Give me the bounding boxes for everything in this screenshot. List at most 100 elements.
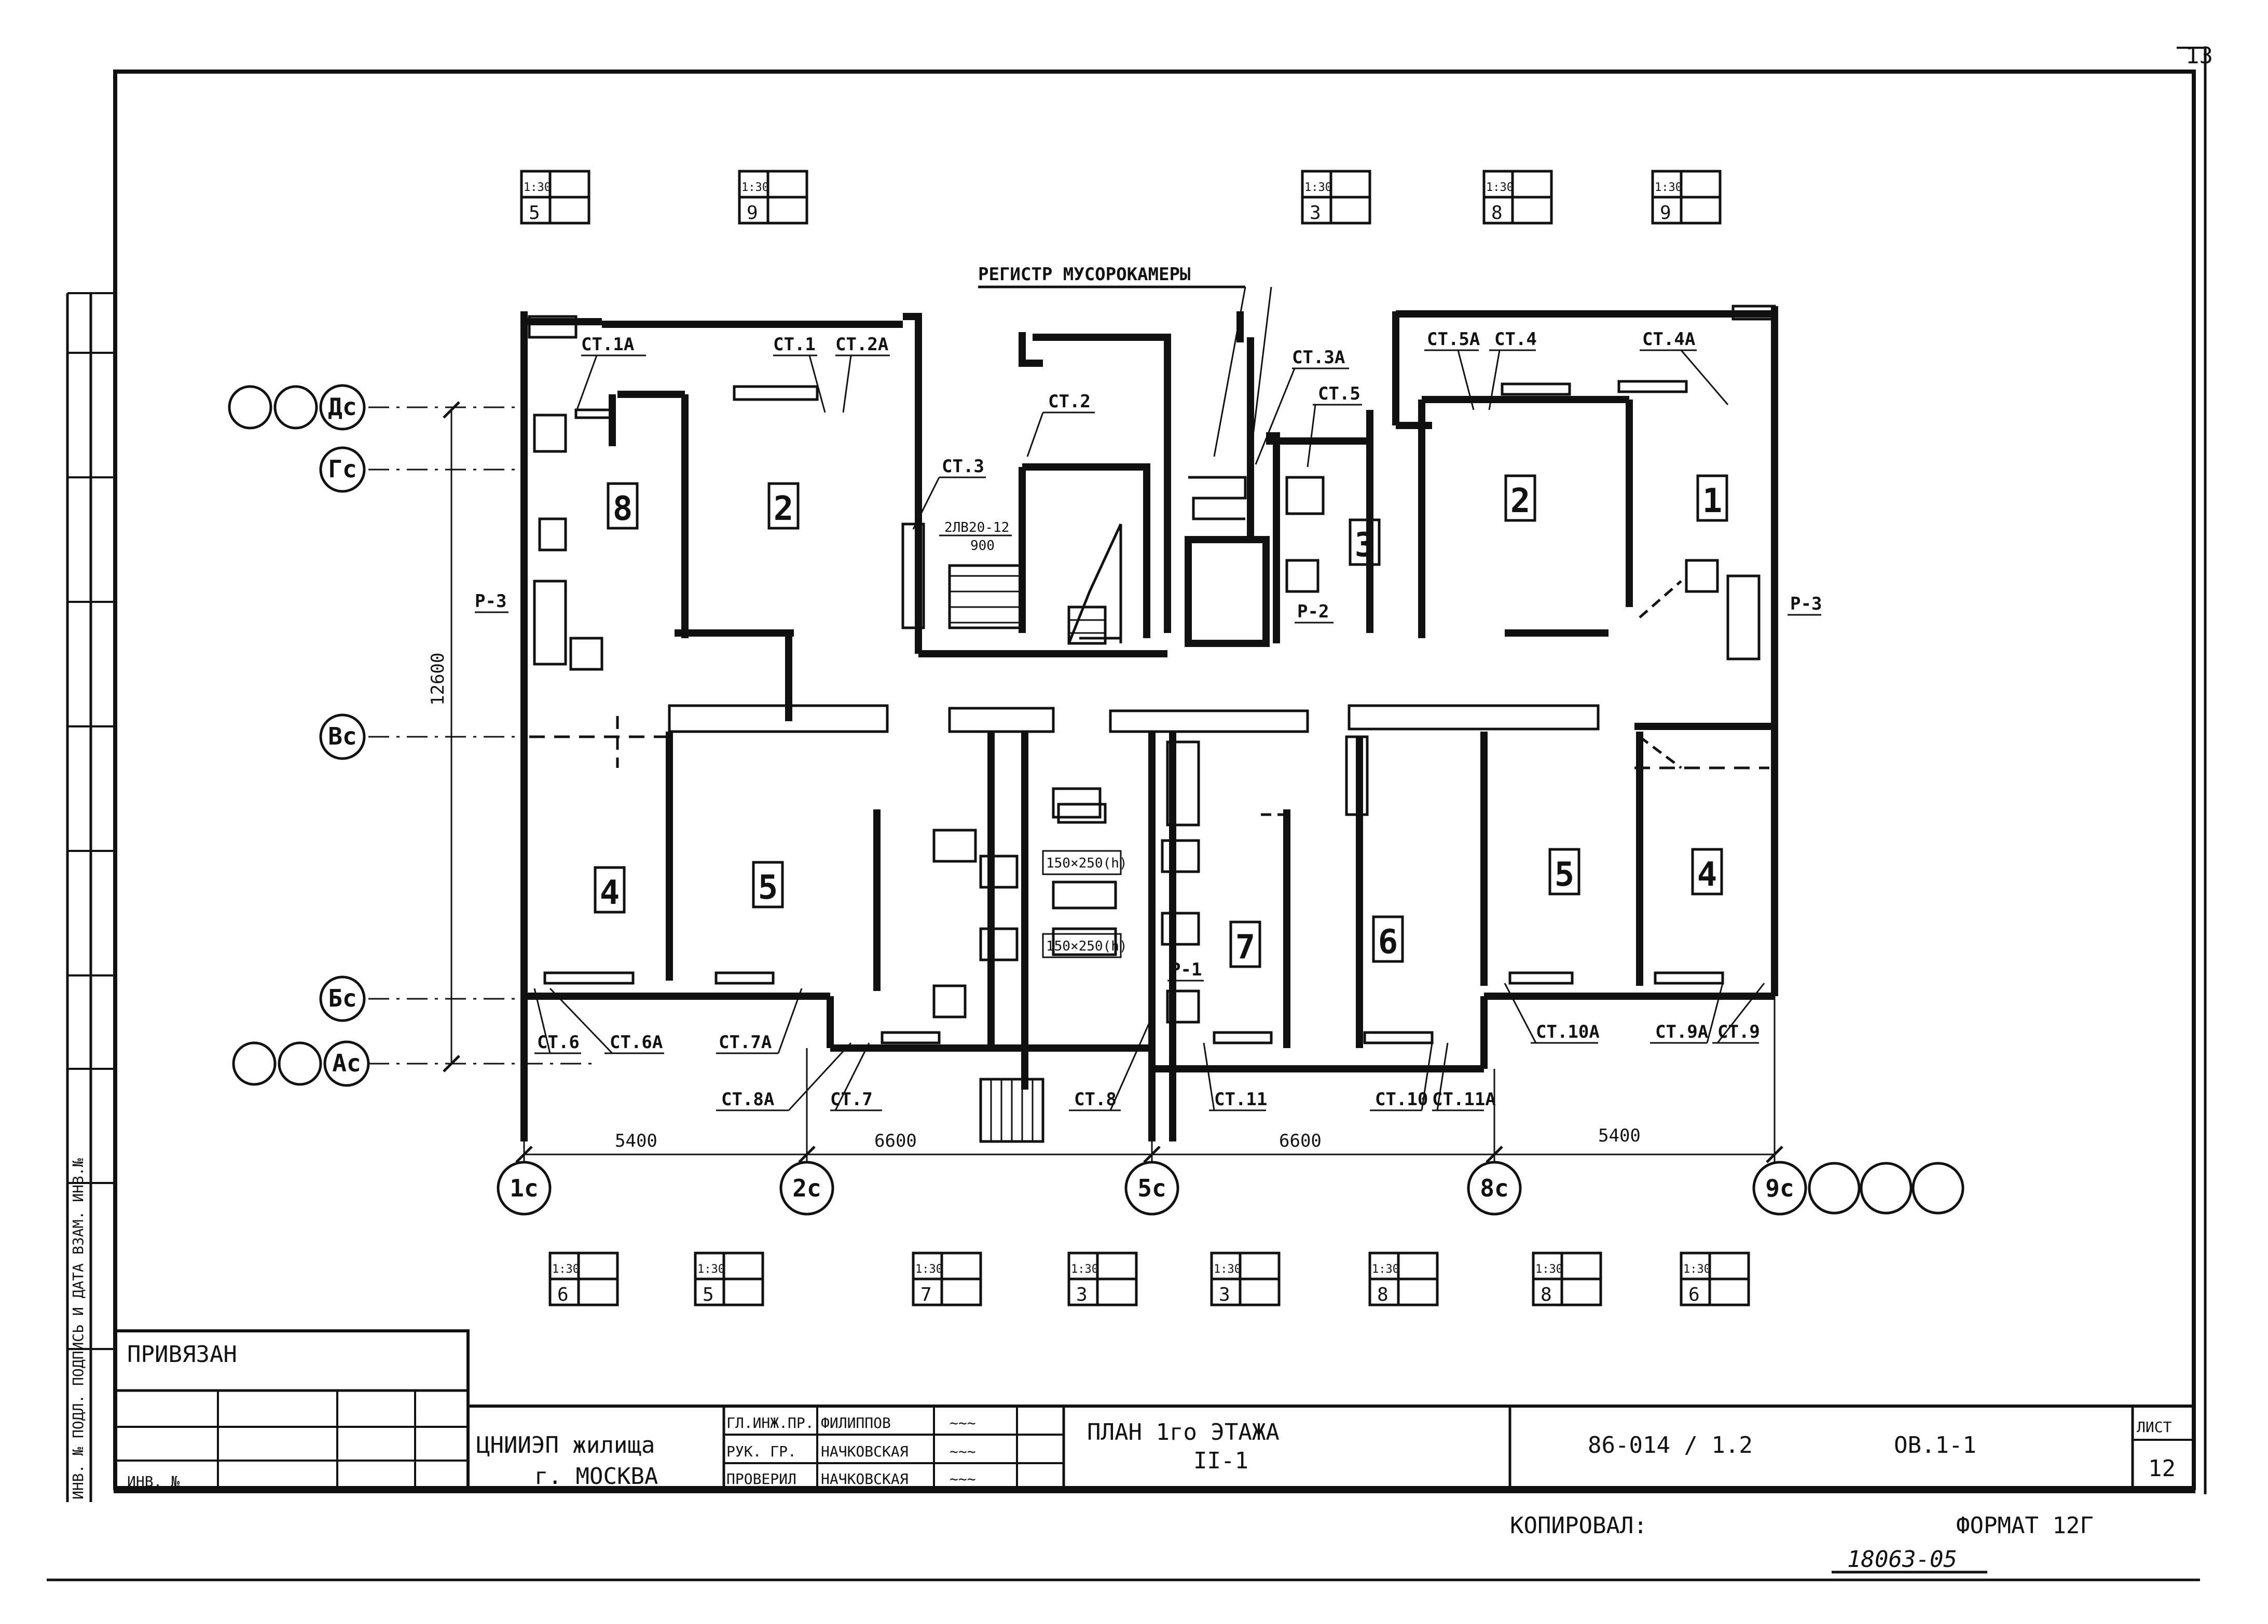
riser-label: СТ.10А <box>1536 1022 1600 1042</box>
dimension-bay-3: 6600 <box>1279 1131 1322 1151</box>
room-number-box <box>607 482 639 530</box>
riser-label: СТ.2А <box>835 334 888 355</box>
room-number: 5 <box>1555 856 1575 894</box>
riser-label: СТ.2 <box>1048 391 1091 412</box>
section-ref-box: 1:30 3 <box>1067 1251 1138 1306</box>
room-number: 7 <box>1235 928 1256 967</box>
room-number-box <box>1504 474 1536 522</box>
section-ref-sheet: 6 <box>557 1284 569 1305</box>
axis-label-row: Гс <box>328 455 356 483</box>
sheet-label: ЛИСТ <box>2137 1419 2172 1436</box>
section-ref-box: 1:305 <box>520 170 590 225</box>
axis-label-column: 2с <box>792 1174 821 1202</box>
section-ref-scale: 1:30 <box>741 181 769 194</box>
grid-axes: 12600 5400 6600 6600 5400 Дс Гс Вс Бс Ас <box>228 384 1964 1216</box>
p-label: Р-2 <box>1297 601 1329 622</box>
role-title: ПРОВЕРИЛ <box>726 1470 796 1488</box>
copied-by-label: КОПИРОВАЛ: <box>1510 1512 1647 1539</box>
riser-label: СТ.1А <box>581 334 634 355</box>
format-label: ФОРМАТ 12Г <box>1956 1512 2094 1539</box>
riser-label: СТ.1 <box>773 334 816 355</box>
riser-label: СТ.6А <box>610 1032 663 1053</box>
role-name: НАЧКОВСКАЯ <box>821 1470 909 1488</box>
section-ref-scale: 1:30 <box>1214 1263 1241 1276</box>
riser-label: СТ.9А <box>1655 1022 1708 1042</box>
sheet-code: ОВ.1-1 <box>1894 1432 1976 1458</box>
section-ref-scale: 1:30 <box>1486 181 1514 194</box>
section-ref-sheet: 7 <box>920 1284 932 1305</box>
section-ref-sheet: 3 <box>1219 1284 1230 1305</box>
riser-label: СТ.8 <box>1074 1089 1117 1110</box>
org-name: ЦНИИЭП жилища <box>476 1432 655 1458</box>
room-number: 6 <box>1378 923 1398 961</box>
equipment-notes: 2ЛВ20-12 900 150×250(h) 150×250(h) Р-3 Р… <box>475 520 1822 982</box>
room-number-box <box>1548 848 1580 896</box>
section-ref-scale: 1:30 <box>1071 1263 1098 1276</box>
section-ref-sheet: 5 <box>703 1284 714 1305</box>
section-ref-scale: 1:30 <box>552 1263 580 1276</box>
room-number: 2 <box>1510 482 1531 520</box>
section-ref-box: 1:307 <box>912 1251 982 1306</box>
riser-label: СТ.4 <box>1494 329 1537 350</box>
axis-label-column: 5с <box>1137 1174 1166 1202</box>
section-ref-scale: 1:30 <box>1655 181 1682 194</box>
riser-label: СТ.5 <box>1318 383 1360 404</box>
section-ref-sheet: 8 <box>1491 202 1503 224</box>
riser-label: СТ.7А <box>719 1032 772 1053</box>
attached-label: ПРИВЯЗАН <box>127 1341 237 1368</box>
room-number: 5 <box>758 869 778 907</box>
building-walls <box>520 305 1778 1143</box>
riser-label: СТ.5А <box>1427 329 1480 350</box>
radiator-note: 2ЛВ20-12 <box>944 520 1009 535</box>
section-ref-scale: 1:30 <box>1372 1263 1399 1276</box>
section-ref-scale: 1:30 <box>1304 181 1332 194</box>
section-ref-box: 1:309 <box>738 170 808 225</box>
riser-label: СТ.3А <box>1292 347 1345 368</box>
riser-label: СТ.8А <box>721 1089 774 1110</box>
axis-label-column: 1с <box>510 1174 538 1202</box>
room-number-box <box>594 866 626 914</box>
axis-label-column: 8с <box>1480 1174 1508 1202</box>
riser-label: СТ.3 <box>942 456 984 477</box>
title-block: ПРИВЯЗАН ИНВ. № ЦНИИЭП жилища г. МОСКВА … <box>47 1329 2200 1581</box>
riser-label: СТ.10 <box>1375 1089 1428 1110</box>
sheet-frame: 13 ИНВ. № ПОДЛ. ПОДПИСЬ И ДАТА ВЗАМ. ИНВ… <box>66 43 2213 1502</box>
room-number: 3 <box>1355 526 1375 565</box>
garbage-chamber-register-note: РЕГИСТР МУСОРОКАМЕРЫ <box>978 264 1190 285</box>
document-number: 86-014 / 1.2 <box>1588 1432 1753 1458</box>
role-name: НАЧКОВСКАЯ <box>821 1443 909 1460</box>
section-ref-box: 1:306 <box>1680 1251 1750 1306</box>
role-title: РУК. ГР. <box>726 1443 796 1460</box>
axis-label-row: Вс <box>328 722 356 750</box>
section-ref-scale: 1:30 <box>524 181 551 194</box>
section-ref-sheet: 3 <box>1076 1284 1088 1305</box>
role-title: ГЛ.ИНЖ.ПР. <box>726 1414 814 1432</box>
room-number-box <box>1372 915 1404 963</box>
p-label: Р-3 <box>475 591 506 612</box>
riser-label: СТ.11А <box>1432 1089 1496 1110</box>
role-signature: ~~~ <box>950 1414 976 1432</box>
section-ref-box: 1:308 <box>1532 1251 1602 1306</box>
riser-label: СТ.9 <box>1717 1022 1760 1042</box>
room-number: 1 <box>1702 482 1723 520</box>
section-ref-sheet: 8 <box>1541 1284 1552 1305</box>
axis-label-row: Бс <box>328 984 356 1012</box>
page-number: 13 <box>2185 43 2213 69</box>
room-number-box <box>1696 474 1728 522</box>
section-ref-sheet: 3 <box>1310 202 1321 224</box>
role-signature: ~~~ <box>950 1443 976 1460</box>
section-ref-box: 1:30 3 <box>1301 170 1371 225</box>
room-number: 4 <box>1697 856 1717 894</box>
section-ref-box: 1:30 6 <box>548 1251 619 1306</box>
room-number: 8 <box>613 490 633 528</box>
room-number: 4 <box>600 874 620 912</box>
drawing-title: ПЛАН 1го ЭТАЖА <box>1087 1419 1280 1446</box>
role-signature: ~~~ <box>950 1470 976 1488</box>
duct-size-2: 150×250(h) <box>1046 939 1128 954</box>
section-ref-box: 1:308 <box>1368 1251 1439 1306</box>
p-label: Р-3 <box>1790 594 1822 614</box>
dimension-bay-2: 6600 <box>874 1131 917 1151</box>
